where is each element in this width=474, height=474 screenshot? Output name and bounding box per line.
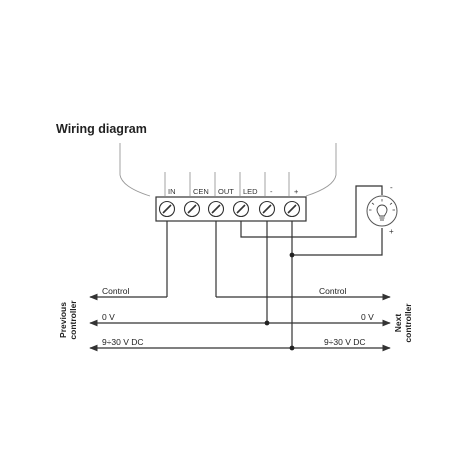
lamp-plus-sign: + xyxy=(389,227,394,236)
svg-text:controller: controller xyxy=(68,300,78,340)
junction-zero-volt xyxy=(264,320,270,326)
terminal-label-out: OUT xyxy=(218,187,234,196)
svg-text:Previous: Previous xyxy=(58,302,68,338)
device-housing-outline xyxy=(119,143,337,197)
terminal-label-row: IN CEN OUT LED - + xyxy=(164,172,299,196)
junction-supply xyxy=(289,345,295,351)
terminal-label-cen: CEN xyxy=(193,187,209,196)
junction-lamp-plus xyxy=(289,252,295,258)
bus-label-control-left: Control xyxy=(102,286,130,296)
terminal-label-led: LED xyxy=(243,187,258,196)
bus-label-supply-left: 9÷30 V DC xyxy=(102,337,144,347)
bus-label-control-right: Control xyxy=(319,286,347,296)
svg-text:controller: controller xyxy=(403,303,413,343)
previous-controller-label: Previous controller xyxy=(58,300,78,340)
terminal-screw-pos xyxy=(283,200,301,218)
terminal-label-pos: + xyxy=(294,187,299,196)
junction-dots xyxy=(264,252,295,351)
terminal-block xyxy=(155,196,307,222)
bus-label-supply-right: 9÷30 V DC xyxy=(324,337,366,347)
bus-label-zero-left: 0 V xyxy=(102,312,115,322)
led-lamp-icon xyxy=(366,195,398,227)
terminal-screw-out xyxy=(207,200,225,218)
terminal-screw-neg xyxy=(258,200,276,218)
svg-text:Next: Next xyxy=(393,314,403,333)
terminal-screw-in xyxy=(158,200,176,218)
terminal-label-neg: - xyxy=(270,187,273,196)
terminal-screw-led xyxy=(232,200,250,218)
wire-lamp-plus xyxy=(292,228,383,256)
next-controller-label: Next controller xyxy=(393,303,413,343)
lamp-minus-sign: - xyxy=(390,183,393,192)
terminal-screw-cen xyxy=(183,200,201,218)
bus-lines xyxy=(89,293,391,352)
terminal-label-in: IN xyxy=(168,187,176,196)
diagram-title: Wiring diagram xyxy=(56,122,147,136)
bus-label-zero-right: 0 V xyxy=(361,312,374,322)
wire-led-to-lamp xyxy=(240,185,383,238)
wiring xyxy=(166,185,383,348)
